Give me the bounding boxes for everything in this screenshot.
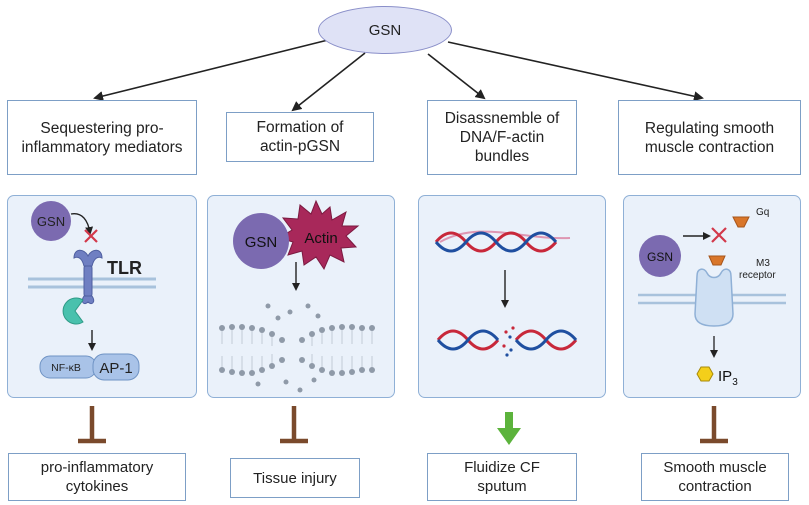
m3-receptor-icon	[694, 268, 734, 327]
promote-arrow	[497, 412, 521, 445]
connector-1	[93, 39, 329, 101]
ap1-label: AP-1	[99, 360, 132, 377]
outcome-tissue-injury: Tissue injury	[230, 458, 360, 498]
inhibit-symbol-4	[700, 406, 728, 444]
inhibit-symbol-1	[78, 406, 106, 444]
ligand-icon	[708, 255, 726, 266]
outcome-fluidize: Fluidize CF sputum	[427, 453, 577, 501]
m3-label: M3	[756, 258, 770, 269]
connector-2	[291, 52, 366, 112]
connector-3	[427, 53, 486, 100]
heading-sequestering: Sequestering pro-inflammatory mediators	[7, 100, 197, 175]
panel4-art: GSN Gq M3 receptor IP3	[638, 207, 786, 388]
gsn-root-node: GSN	[318, 6, 452, 54]
gq-label: Gq	[756, 207, 769, 218]
nfkb-label: NF-κB	[51, 362, 81, 374]
gsn-circle	[233, 213, 289, 269]
connector-4	[447, 41, 704, 102]
gsn-label: GSN	[647, 250, 673, 264]
damaged-membrane-icon	[219, 303, 375, 393]
adaptor-protein-icon	[62, 297, 84, 325]
gsn-circle	[31, 201, 71, 241]
dna-bundle-icon	[434, 230, 571, 253]
block-x-icon	[84, 229, 98, 243]
actin-burst-icon	[277, 199, 360, 271]
outcome-cytokines: pro-inflammatory cytokines	[8, 453, 186, 501]
outcome-smooth-muscle: Smooth muscle contraction	[641, 453, 789, 501]
heading-formation: Formation of actin-pGSN	[226, 112, 374, 162]
panel1-art: GSN TLR NF-κB AP-1	[28, 201, 156, 381]
receptor-label: receptor	[739, 270, 776, 281]
ip3-hexagon-icon	[696, 366, 714, 382]
panel2-art: Actin GSN	[219, 199, 375, 393]
tlr-receptor-icon	[73, 249, 103, 305]
ap1-box	[92, 353, 140, 381]
gsn-circle	[639, 235, 681, 277]
heading-regulating: Regulating smooth muscle contraction	[618, 100, 801, 175]
panel-disassemble	[418, 195, 606, 398]
panel3-art	[434, 230, 578, 357]
fragmented-dna-icon	[436, 326, 578, 357]
actin-label: Actin	[304, 230, 337, 247]
gsn-label: GSN	[37, 214, 65, 229]
gsn-label: GSN	[245, 234, 278, 251]
heading-disassemble: Disassnemble of DNA/F-actin bundles	[427, 100, 577, 175]
gq-protein-icon	[732, 216, 750, 228]
ip3-label: IP3	[718, 368, 738, 388]
block-x-icon	[711, 227, 727, 243]
tlr-label: TLR	[107, 258, 142, 278]
inhibit-symbol-2	[280, 406, 308, 444]
